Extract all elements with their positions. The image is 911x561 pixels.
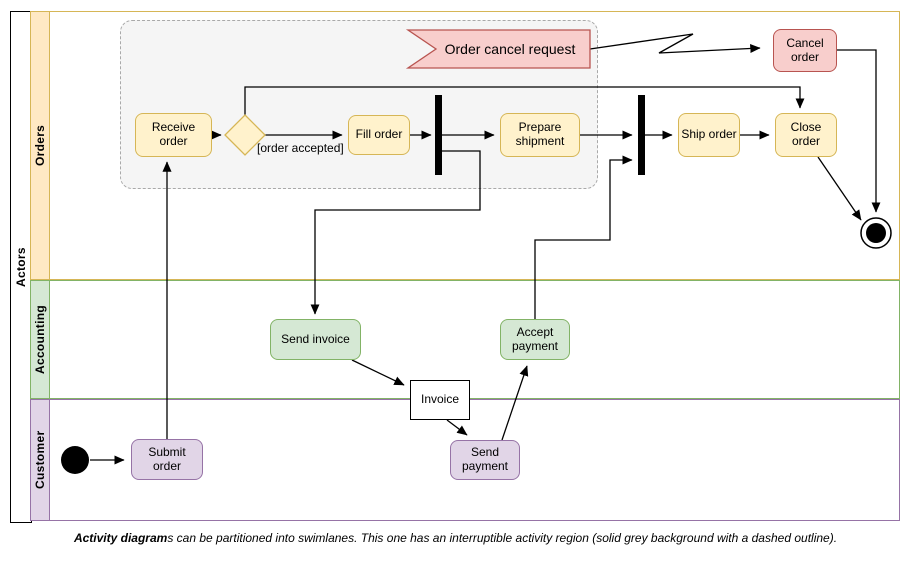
activity-send-invoice[interactable]: Send invoice xyxy=(270,319,361,360)
caption-rest: s can be partitioned into swimlanes. Thi… xyxy=(167,531,838,545)
initial-node[interactable] xyxy=(61,446,89,474)
edge-cancel-to-final xyxy=(837,49,881,213)
activity-cancel-order[interactable]: Cancel order xyxy=(773,29,837,72)
lane-customer-header: Customer xyxy=(30,399,50,521)
edge-send-payment-to-accept xyxy=(501,365,529,441)
decision-diamond[interactable] xyxy=(224,114,266,156)
object-invoice[interactable]: Invoice xyxy=(410,380,470,420)
activity-fill-order[interactable]: Fill order xyxy=(348,115,410,155)
caption: Activity diagrams can be partitioned int… xyxy=(0,531,911,545)
edge-decision-to-close xyxy=(244,86,805,115)
signal-label: Order cancel request xyxy=(444,41,576,57)
lane-orders-header: Orders xyxy=(30,11,50,280)
fork-bar[interactable] xyxy=(435,95,442,175)
lane-accounting-header: Accounting xyxy=(30,280,50,399)
join-bar[interactable] xyxy=(638,95,645,175)
activity-ship-order[interactable]: Ship order xyxy=(678,113,740,157)
activity-close-order[interactable]: Close order xyxy=(775,113,837,157)
edge-close-to-final xyxy=(817,156,862,221)
edge-interrupt-zigzag xyxy=(589,33,761,54)
guard-order-accepted: [order accepted] xyxy=(257,141,344,155)
caption-bold: Activity diagram xyxy=(73,531,168,545)
final-node-dot xyxy=(866,223,886,243)
activity-prepare-shipment[interactable]: Prepare shipment xyxy=(500,113,580,157)
activity-receive-order[interactable]: Receive order xyxy=(135,113,212,157)
edge-fork-to-send-invoice xyxy=(310,150,481,315)
activity-accept-payment[interactable]: Accept payment xyxy=(500,319,570,360)
signal-shape[interactable] xyxy=(405,29,591,69)
edge-accept-to-join xyxy=(534,155,633,319)
activity-submit-order[interactable]: Submit order xyxy=(131,439,203,480)
edge-invoice-to-send-payment xyxy=(446,419,468,436)
activity-send-payment[interactable]: Send payment xyxy=(450,440,520,480)
edge-send-invoice-to-invoice xyxy=(351,359,405,386)
